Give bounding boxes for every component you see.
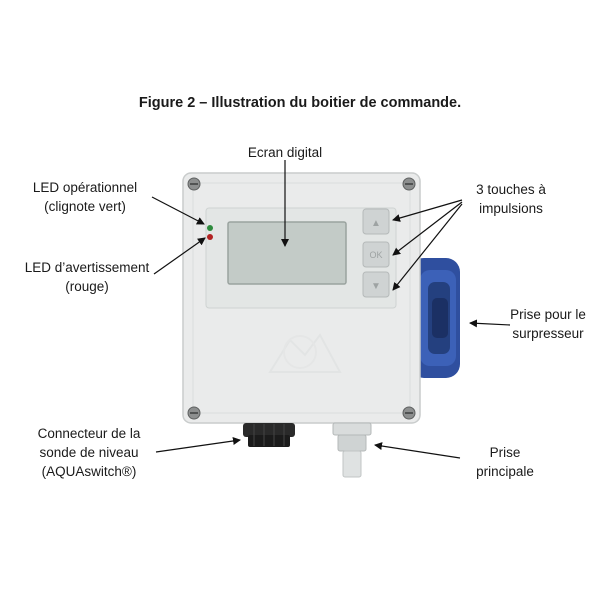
label-led-operationnel: LED opérationnel (clignote vert) (10, 178, 160, 216)
label-led-avertissement: LED d’avertissement (rouge) (8, 258, 166, 296)
button-up[interactable]: ▲ (362, 208, 390, 235)
button-down[interactable]: ▼ (362, 271, 390, 298)
button-down-glyph: ▼ (371, 281, 381, 292)
figure-title: Figure 2 – Illustration du boitier de co… (138, 95, 462, 111)
label-connecteur: Connecteur de la sonde de niveau (AQUAsw… (18, 424, 160, 481)
label-prise-surp-line1: Prise pour le (510, 307, 586, 322)
label-prise-surpresseur: Prise pour le surpresseur (500, 305, 596, 343)
label-prise-princ-line2: principale (476, 464, 534, 479)
button-up-glyph: ▲ (371, 218, 381, 229)
label-prise-principale: Prise principale (455, 443, 555, 481)
label-led-av-line1: LED d’avertissement (24, 260, 150, 275)
label-conn-line2: sonde de niveau (39, 445, 139, 460)
screw-top-right-icon (402, 177, 416, 191)
callout-lines (151, 160, 511, 459)
housing-logo-icon (268, 333, 342, 373)
button-ok[interactable]: OK (362, 241, 390, 268)
screw-bottom-right-icon (402, 406, 416, 420)
label-prise-princ-line1: Prise (489, 445, 521, 460)
label-touches-line2: impulsions (479, 201, 543, 216)
screw-bottom-left-icon (187, 406, 201, 420)
level-sensor-connector (243, 423, 295, 447)
label-ecran-digital: Ecran digital (234, 143, 336, 162)
led-red-icon (207, 234, 213, 240)
button-ok-glyph: OK (369, 250, 382, 260)
label-touches-line1: 3 touches à (476, 182, 546, 197)
label-ecran-text: Ecran digital (247, 145, 323, 160)
label-conn-line1: Connecteur de la (37, 426, 141, 441)
label-led-av-line2: (rouge) (65, 279, 109, 294)
lcd-screen (227, 221, 347, 285)
surpresseur-socket (410, 258, 460, 378)
screw-top-left-icon (187, 177, 201, 191)
label-led-op-line1: LED opérationnel (32, 180, 138, 195)
label-conn-line3: (AQUAswitch®) (41, 464, 137, 479)
main-cable-gland (332, 422, 372, 478)
label-touches: 3 touches à impulsions (456, 180, 566, 218)
label-led-op-line2: (clignote vert) (44, 199, 126, 214)
led-green-icon (207, 225, 213, 231)
label-prise-surp-line2: surpresseur (512, 326, 584, 341)
